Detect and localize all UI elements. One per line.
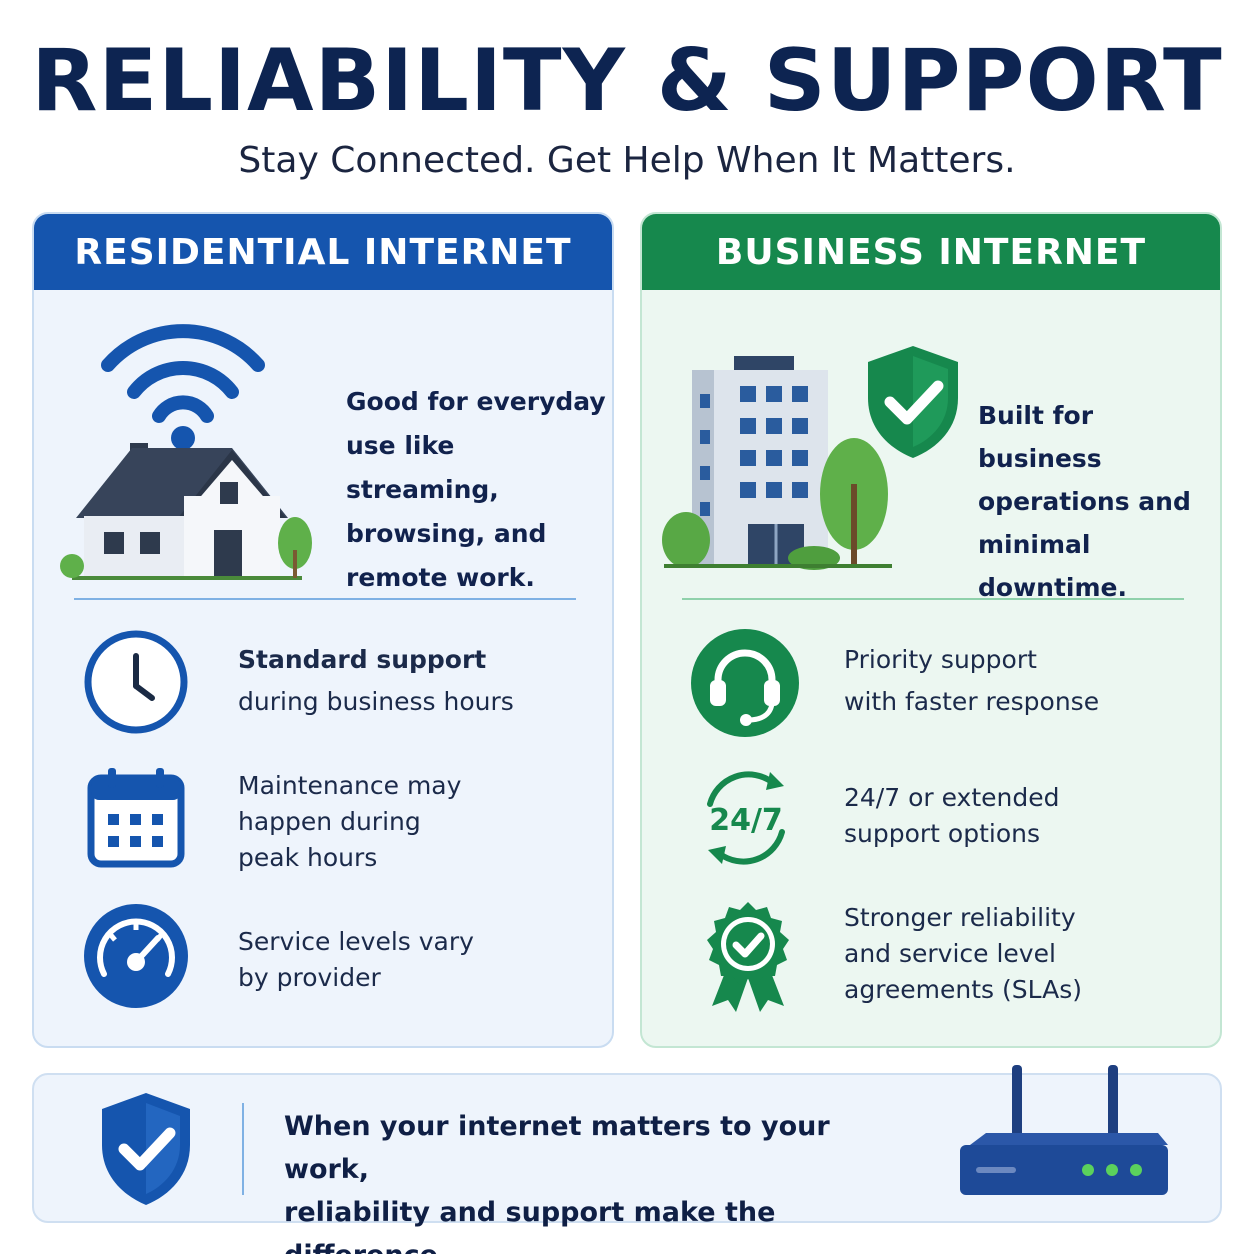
business-feature-text: Stronger reliability and service level a… <box>844 903 1083 1004</box>
business-hero: Built for business operations and minima… <box>642 290 1220 602</box>
business-hero-text: Built for business operations and minima… <box>978 401 1191 602</box>
business-divider <box>682 598 1184 600</box>
page-title: RELIABILITY & SUPPORT <box>31 31 1223 131</box>
business-panel: BUSINESS INTERNET <box>640 212 1222 1048</box>
residential-hero: Good for everyday use like streaming, br… <box>34 290 612 592</box>
business-heading: BUSINESS INTERNET <box>642 214 1220 290</box>
office-building-icon <box>662 356 892 570</box>
residential-panel: RESIDENTIAL INTERNET Good fo <box>32 212 614 1048</box>
residential-heading: RESIDENTIAL INTERNET <box>34 214 612 290</box>
residential-feature-text: Standard support during business hours <box>238 645 514 716</box>
headset-icon <box>691 629 799 737</box>
24-7-icon: 24/7 <box>707 771 785 865</box>
residential-hero-text: Good for everyday use like streaming, br… <box>346 387 606 592</box>
residential-divider <box>74 598 576 600</box>
shield-check-icon <box>102 1093 190 1205</box>
router-icon <box>960 1065 1168 1195</box>
shield-check-icon <box>868 346 958 458</box>
residential-feature-text: Service levels vary by provider <box>238 927 474 992</box>
calendar-icon <box>87 768 185 868</box>
24-7-badge-text: 24/7 <box>709 803 783 838</box>
business-feature-text: 24/7 or extended support options <box>844 783 1060 848</box>
speedometer-icon <box>84 904 188 1008</box>
clock-icon <box>84 630 188 734</box>
business-feature-text: Priority support with faster response <box>844 645 1100 716</box>
award-ribbon-icon <box>707 902 789 1012</box>
footer-message: When your internet matters to your work,… <box>284 1111 830 1254</box>
residential-feature-text: Maintenance may happen during peak hours <box>238 771 462 872</box>
page-subtitle: Stay Connected. Get Help When It Matters… <box>238 140 1016 181</box>
footer-banner: When your internet matters to your work,… <box>32 1065 1222 1254</box>
house-wifi-icon <box>60 324 312 580</box>
footer-divider <box>242 1103 244 1195</box>
